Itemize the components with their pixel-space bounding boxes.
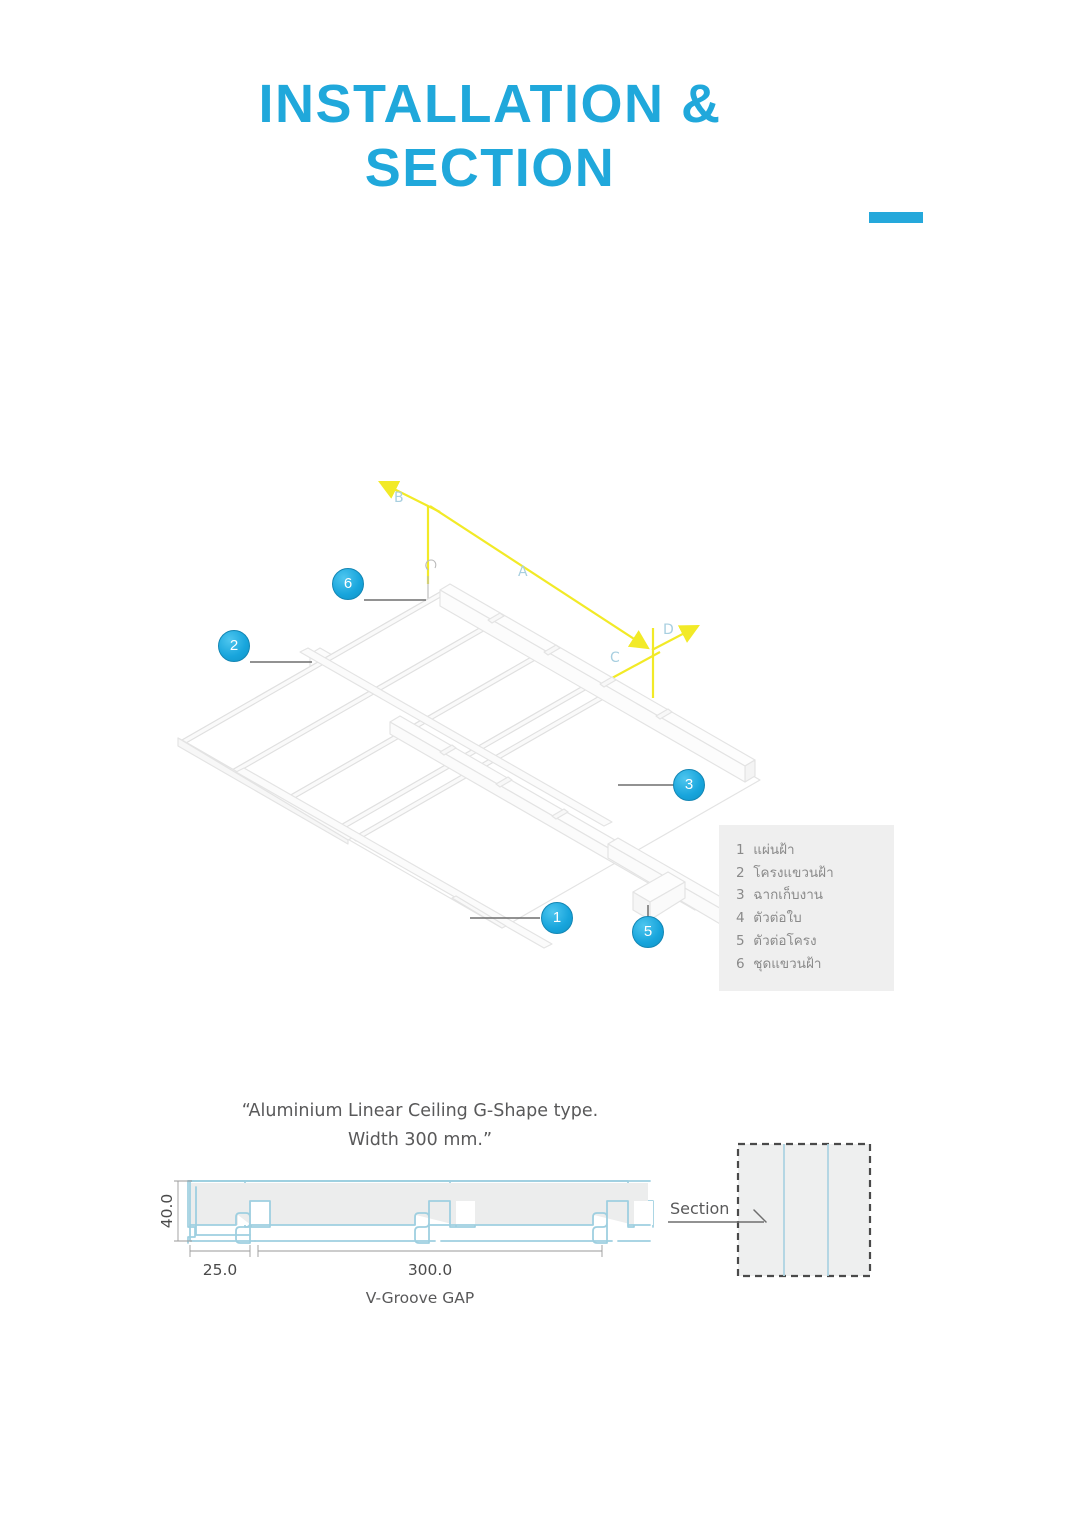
legend-number-2: 2 — [736, 864, 745, 881]
isometric-drawing-svg: B A C D — [177, 481, 761, 949]
section-label: Section — [670, 1199, 729, 1218]
legend-item-6: 6 ชุดแขวนฝ้า — [736, 953, 834, 976]
axis-label-d: D — [663, 622, 674, 638]
callout-2[interactable]: 2 — [218, 630, 250, 662]
axis-label-c: C — [610, 650, 620, 666]
legend-item-3: 3 ฉากเก็บงาน — [736, 884, 834, 907]
main-runner-upper — [439, 583, 756, 783]
dimension-panel-width: 300.0 — [408, 1261, 452, 1279]
callout-1[interactable]: 1 — [541, 902, 573, 934]
profile-cross-section-svg: 40.0 25.0 300.0 V-Groove GAP — [158, 1180, 654, 1307]
axis-line-a — [429, 505, 650, 650]
dimension-left-width: 25.0 — [203, 1261, 238, 1279]
legend-label-6: ชุดแขวนฝ้า — [753, 955, 822, 972]
profile-outline — [187, 1180, 654, 1244]
legend-number-1: 1 — [736, 842, 745, 858]
section-detail-block: Section — [660, 1130, 900, 1300]
legend-number-5: 5 — [736, 932, 745, 949]
legend-label-4: ตัวต่อใบ — [753, 910, 802, 927]
cross-tee-runners — [235, 647, 613, 949]
profile-dimension-lines — [174, 1180, 603, 1257]
legend-label-1: แผ่นฝ้า — [753, 842, 795, 858]
legend-item-5: 5 ตัวต่อโครง — [736, 930, 834, 953]
axis-line-d — [651, 624, 700, 651]
runner-splice-connector — [632, 871, 686, 921]
axis-labels: B A C D — [394, 490, 674, 666]
callout-6[interactable]: 6 — [332, 568, 364, 600]
page-header: INSTALLATION & SECTION — [0, 72, 1070, 223]
legend-label-3: ฉากเก็บงาน — [753, 887, 824, 904]
page-title: INSTALLATION & SECTION — [258, 74, 722, 198]
legend-item-4: 4 ตัวต่อใบ — [736, 907, 834, 930]
legend-label-5: ตัวต่อโครง — [753, 932, 817, 949]
profile-cross-section-block: “Aluminium Linear Ceiling G-Shape type. … — [150, 1085, 670, 1315]
section-dashed-boundary — [736, 1142, 872, 1278]
legend-number-3: 3 — [736, 887, 745, 904]
callout-3[interactable]: 3 — [673, 769, 705, 801]
section-detail-svg: Section — [668, 1142, 872, 1278]
v-groove-gap-label: V-Groove GAP — [366, 1289, 474, 1307]
legend-label-2: โครงแขวนฝ้า — [753, 864, 834, 881]
axis-label-a: A — [518, 564, 528, 580]
legend-number-6: 6 — [736, 955, 745, 972]
legend-number-4: 4 — [736, 910, 745, 927]
ceiling-grid-assembly — [177, 583, 761, 949]
legend-item-2: 2 โครงแขวนฝ้า — [736, 862, 834, 885]
axis-label-b: B — [394, 490, 404, 506]
callout-5[interactable]: 5 — [632, 916, 664, 948]
parts-legend-list: 1 แผ่นฝ้า 2 โครงแขวนฝ้า 3 ฉากเก็บงาน 4 ต… — [736, 839, 834, 975]
title-accent-bar — [869, 212, 923, 223]
profile-caption: “Aluminium Linear Ceiling G-Shape type. … — [241, 1101, 599, 1150]
isometric-installation-drawing: B A C D — [140, 440, 930, 1020]
dimension-height: 40.0 — [158, 1194, 176, 1229]
section-leader-arrow — [668, 1209, 767, 1223]
legend-item-1: 1 แผ่นฝ้า — [736, 839, 834, 862]
parts-legend-panel: 1 แผ่นฝ้า 2 โครงแขวนฝ้า 3 ฉากเก็บงาน 4 ต… — [719, 825, 894, 991]
